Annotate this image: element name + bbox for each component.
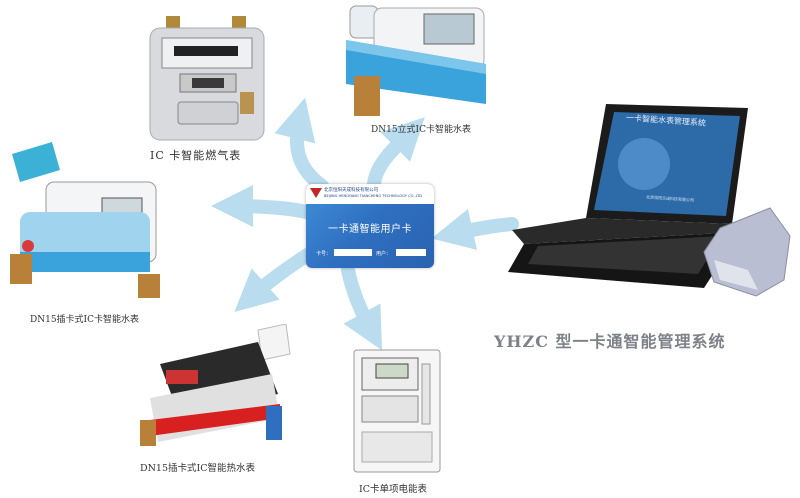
laptop-image	[508, 104, 791, 297]
card-header-band	[306, 184, 434, 204]
heat-water-meter-image	[140, 324, 291, 446]
arrow-to-electric-meter	[341, 263, 383, 351]
card-company-name: 北京恒阳天成科技有限公司	[324, 188, 378, 193]
card-number-label: 卡号：	[316, 251, 332, 257]
card-company-name-en: BEIJING HENGYANG TIANCHENG TECHNOLOGY CO…	[324, 194, 423, 198]
heat-water-meter-label: DN15插卡式IC智能热水表	[140, 463, 256, 474]
card-user-label: 用户：	[376, 251, 392, 257]
system-title: YHZC 型一卡通智能管理系统	[494, 332, 726, 351]
company-logo-icon	[310, 188, 322, 198]
arrow-to-gas-meter	[274, 97, 329, 193]
card-number-field	[334, 249, 372, 256]
insert-water-meter-image	[10, 142, 160, 298]
gas-meter-image	[149, 16, 265, 141]
vertical-water-meter-image	[346, 5, 486, 116]
arrow-to-vertical-meter	[367, 117, 425, 191]
arrow-from-laptop	[431, 208, 519, 250]
electric-meter-label: IC卡单项电能表	[359, 484, 428, 495]
gas-meter-label: IC 卡智能燃气表	[150, 149, 242, 162]
card-title: 一卡通智能用户卡	[328, 224, 412, 235]
vertical-water-meter-label: DN15立式IC卡智能水表	[371, 125, 471, 135]
card-user-field	[396, 249, 426, 256]
electric-meter-image	[353, 349, 441, 473]
arrow-to-insert-meter	[211, 185, 313, 228]
insert-water-meter-label: DN15插卡式IC卡智能水表	[30, 315, 139, 325]
smart-user-card: 北京恒阳天成科技有限公司 BEIJING HENGYANG TIANCHENG …	[306, 184, 434, 268]
arrow-to-heat-meter	[234, 245, 319, 313]
